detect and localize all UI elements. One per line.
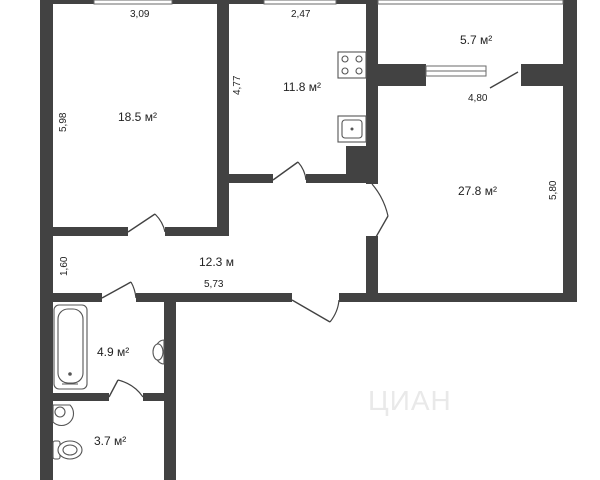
- kitchen-sink-icon: [337, 115, 367, 143]
- wall-hall-bottom-a: [40, 293, 102, 302]
- hall-area: 12.3 м: [199, 255, 234, 269]
- stove-icon: [337, 51, 367, 79]
- wall-loggia-right: [521, 64, 565, 86]
- room1-length-dim: 5,98: [58, 112, 69, 132]
- wall-hall-bottom-b: [136, 293, 292, 302]
- room2-length-dim: 5,80: [548, 180, 559, 200]
- wall-hall-bottom-c: [339, 293, 379, 302]
- wall-kitchen-right: [366, 0, 378, 184]
- room2-width-dim: 4,80: [468, 93, 488, 104]
- door-entrance-leaf: [291, 299, 331, 323]
- wall-kitchen-corner: [346, 146, 372, 183]
- toilet-icon: [52, 440, 83, 460]
- kitchen-length-dim: 4,77: [232, 75, 243, 95]
- fixtures: [52, 51, 367, 460]
- hall-depth-dim: 1,60: [59, 256, 70, 276]
- wall-room1-kitchen: [217, 0, 229, 236]
- door-loggia-leaf: [489, 71, 519, 89]
- wall-kitchen-bottom-a: [229, 174, 273, 183]
- door-room2-arc: [371, 183, 389, 217]
- door-room1-leaf: [127, 213, 156, 233]
- watermark-text: ЦИАН: [368, 385, 452, 416]
- wall-room1-bottom-b: [165, 227, 223, 236]
- door-room1-arc: [154, 213, 166, 233]
- room-2-area: 27.8 м²: [458, 184, 497, 198]
- door-kitchen-arc: [297, 161, 307, 181]
- window-kitchen: [263, 0, 337, 5]
- wall-room2-bottom: [378, 293, 577, 302]
- toilet-sink-icon: [52, 404, 74, 426]
- door-toilet-arc: [117, 379, 144, 398]
- wall-left: [40, 0, 53, 480]
- labels: 18.5 м² 11.8 м² 5.7 м² 27.8 м² 12.3 м 4.…: [58, 9, 559, 448]
- walls: [40, 0, 577, 480]
- wall-kitchen-bottom-b: [306, 174, 372, 183]
- window-loggia-top: [377, 0, 564, 5]
- door-hall-bath-arc: [130, 281, 137, 299]
- doors: [101, 71, 519, 398]
- windows: [93, 0, 564, 77]
- loggia-area: 5.7 м²: [460, 33, 492, 47]
- door-toilet-leaf: [108, 379, 119, 398]
- wall-loggia-left: [378, 64, 426, 86]
- wall-bath-bottom-a: [52, 393, 109, 401]
- hall-length-dim: 5,73: [204, 279, 224, 290]
- kitchen-area: 11.8 м²: [283, 80, 321, 94]
- door-entrance-arc: [329, 299, 340, 323]
- bathroom-area: 4.9 м²: [97, 345, 129, 359]
- kitchen-width-dim: 2,47: [291, 9, 311, 20]
- door-kitchen-leaf: [272, 161, 299, 181]
- room-1-area: 18.5 м²: [118, 110, 157, 124]
- wall-bath-right: [164, 300, 176, 480]
- wall-room2-left: [366, 236, 378, 302]
- room1-width-dim: 3,09: [130, 9, 150, 20]
- wall-right: [563, 0, 577, 302]
- window-room1: [93, 0, 173, 5]
- door-room2-leaf: [371, 215, 389, 245]
- wall-room1-bottom-a: [52, 227, 128, 236]
- door-hall-bath-leaf: [101, 281, 132, 299]
- toilet-area: 3.7 м²: [94, 434, 126, 448]
- wall-top-3: [336, 0, 378, 4]
- bathtub-icon: [53, 304, 88, 390]
- wall-bath-bottom-b: [143, 393, 167, 401]
- wall-top-1: [40, 0, 94, 4]
- washbasin-icon: [152, 339, 165, 365]
